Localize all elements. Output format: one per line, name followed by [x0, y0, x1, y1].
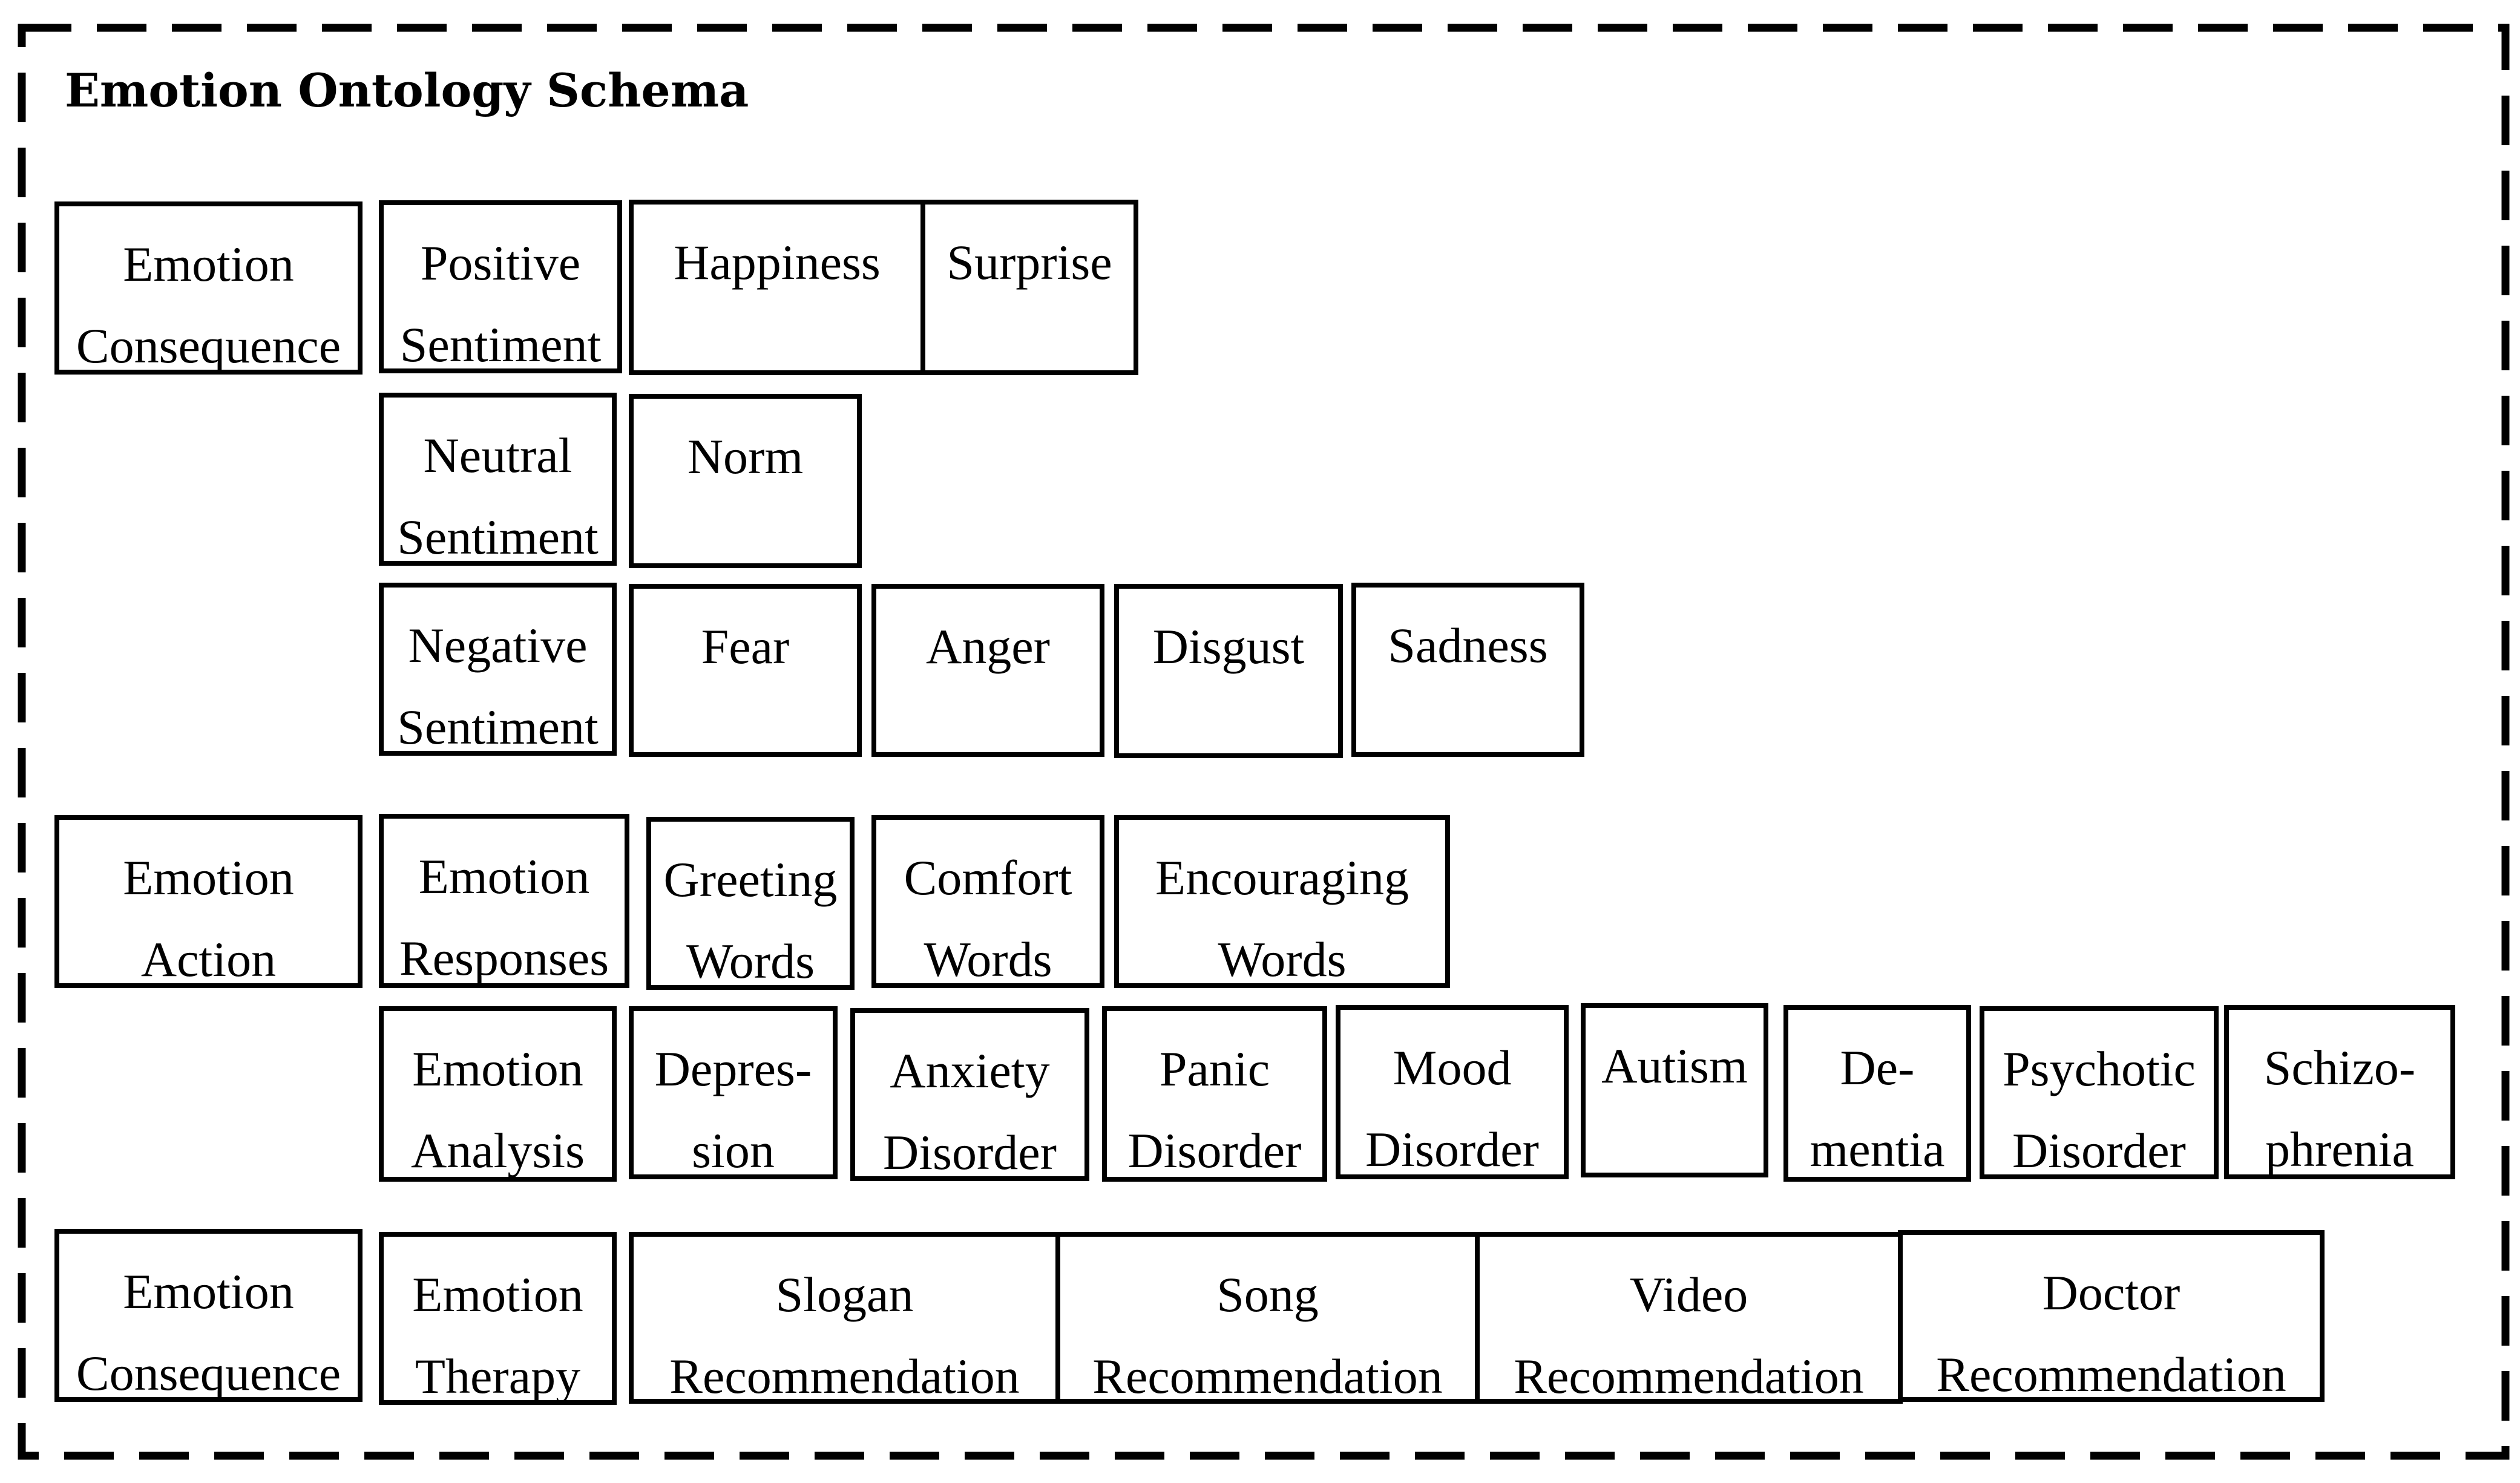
node-label: Negative Sentiment	[397, 618, 599, 755]
node-label: Happiness	[674, 235, 881, 290]
node-greeting-words: Greeting Words	[646, 817, 855, 990]
node-emotion-therapy: Emotion Therapy	[379, 1232, 617, 1405]
node-psychotic-disorder: Psychotic Disorder	[1980, 1006, 2219, 1179]
node-label: Schizo- phrenia	[2263, 1040, 2416, 1177]
node-mood-disorder: Mood Disorder	[1336, 1005, 1569, 1179]
node-norm: Norm	[629, 394, 862, 568]
node-anxiety-disorder: Anxiety Disorder	[850, 1008, 1089, 1181]
node-label: Song Recommendation	[1092, 1267, 1443, 1404]
node-panic-disorder: Panic Disorder	[1102, 1006, 1327, 1182]
node-label: Surprise	[947, 235, 1112, 290]
node-negative-sentiment: Negative Sentiment	[379, 583, 617, 756]
node-label: Fear	[701, 619, 790, 674]
node-comfort-words: Comfort Words	[871, 815, 1104, 988]
node-label: Doctor Recommendation	[1936, 1265, 2286, 1402]
node-label: Emotion Action	[123, 850, 294, 987]
node-emotion-responses: Emotion Responses	[379, 814, 629, 988]
node-happiness: Happiness	[629, 200, 925, 375]
node-dementia: De- mentia	[1783, 1005, 1971, 1182]
node-autism: Autism	[1581, 1003, 1768, 1177]
node-emotion-action: Emotion Action	[54, 815, 363, 988]
node-encouraging-words: Encouraging Words	[1114, 815, 1450, 988]
node-label: Video Recommendation	[1514, 1267, 1864, 1404]
node-label: Greeting Words	[663, 852, 838, 989]
node-label: Emotion Consequence	[76, 1264, 341, 1401]
node-label: Neutral Sentiment	[397, 428, 599, 565]
node-label: Sadness	[1388, 618, 1548, 673]
node-label: Emotion Analysis	[411, 1041, 585, 1178]
node-surprise: Surprise	[920, 200, 1138, 375]
node-label: Disgust	[1152, 619, 1305, 674]
node-depression: Depres- sion	[629, 1006, 838, 1179]
node-label: Positive Sentiment	[399, 235, 602, 372]
node-disgust: Disgust	[1114, 584, 1343, 758]
node-label: Encouraging Words	[1155, 850, 1409, 987]
diagram-title: Emotion Ontology Schema	[65, 64, 749, 117]
node-anger: Anger	[871, 584, 1104, 757]
node-label: Psychotic Disorder	[2003, 1041, 2196, 1178]
node-label: De- mentia	[1810, 1040, 1945, 1177]
node-emotion-consequence-1: Emotion Consequence	[54, 201, 363, 375]
node-video-recommendation: Video Recommendation	[1475, 1232, 1903, 1404]
node-positive-sentiment: Positive Sentiment	[379, 200, 622, 373]
node-sadness: Sadness	[1351, 583, 1584, 757]
node-song-recommendation: Song Recommendation	[1055, 1232, 1480, 1404]
node-label: Emotion Therapy	[412, 1267, 583, 1404]
node-schizophrenia: Schizo- phrenia	[2224, 1005, 2455, 1179]
node-label: Anxiety Disorder	[883, 1043, 1057, 1180]
node-label: Slogan Recommendation	[669, 1267, 1020, 1404]
node-label: Comfort Words	[904, 850, 1072, 987]
node-label: Norm	[687, 429, 804, 484]
node-label: Emotion Responses	[399, 849, 609, 986]
node-doctor-recommendation: Doctor Recommendation	[1898, 1230, 2325, 1402]
node-label: Depres- sion	[654, 1041, 812, 1178]
node-emotion-analysis: Emotion Analysis	[379, 1006, 617, 1182]
node-emotion-consequence-2: Emotion Consequence	[54, 1229, 363, 1402]
node-label: Mood Disorder	[1365, 1040, 1539, 1177]
node-fear: Fear	[629, 584, 862, 757]
node-label: Panic Disorder	[1127, 1041, 1302, 1178]
node-slogan-recommendation: Slogan Recommendation	[629, 1232, 1060, 1404]
node-neutral-sentiment: Neutral Sentiment	[379, 393, 617, 566]
node-label: Autism	[1601, 1038, 1748, 1093]
node-label: Emotion Consequence	[76, 237, 341, 373]
node-label: Anger	[926, 619, 1050, 674]
